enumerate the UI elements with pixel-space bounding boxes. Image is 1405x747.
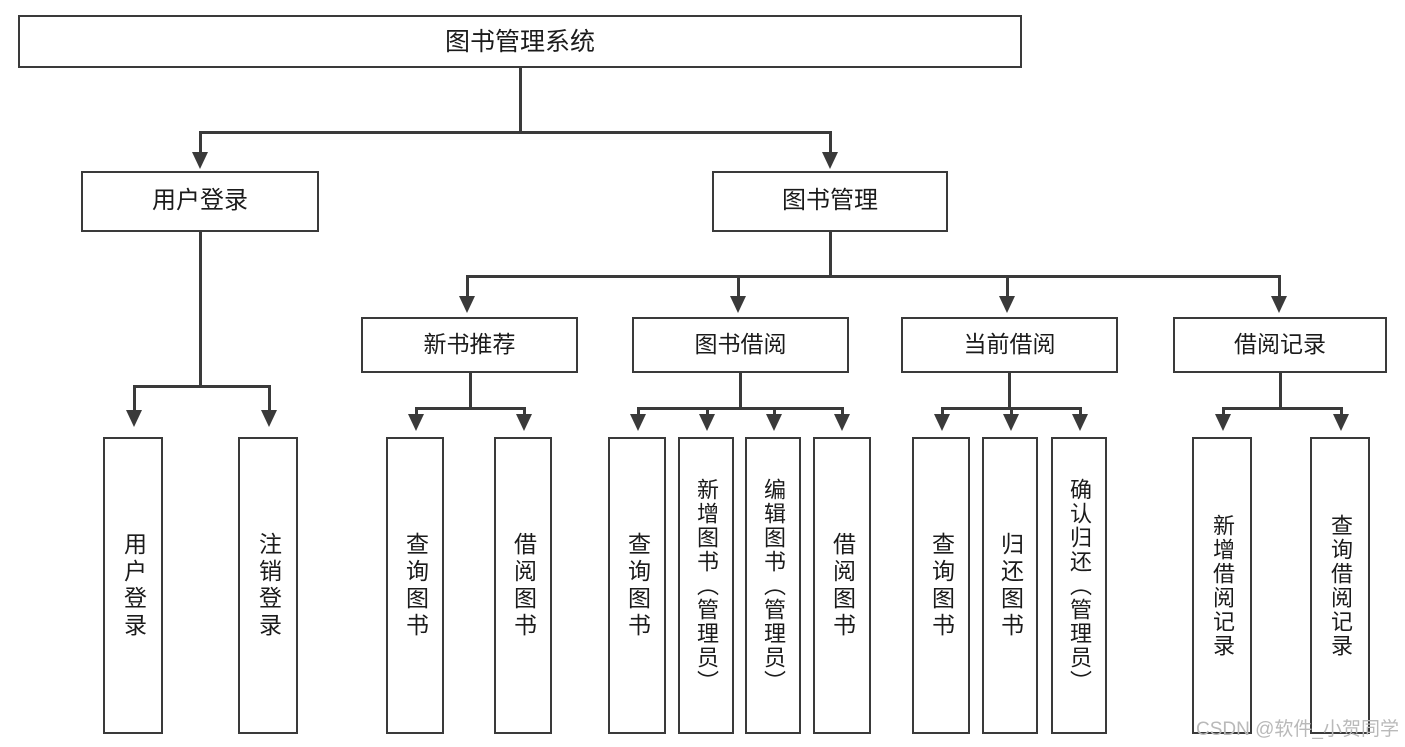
connector-borrow-record-child-1	[1222, 407, 1225, 419]
connector-book-mgmt-child-1	[466, 275, 469, 301]
arrowhead-book-mgmt	[822, 152, 838, 169]
leaf-query-book-borrow[interactable]: 查询图书	[608, 437, 666, 734]
arrowhead-leaf-return-book	[1003, 414, 1019, 431]
leaf-confirm-return-admin[interactable]: 确认归还（管理员）	[1051, 437, 1107, 734]
node-label: 归还图书	[997, 531, 1024, 640]
arrowhead-leaf-add-book	[699, 414, 715, 431]
node-label: 图书借阅	[694, 331, 787, 358]
node-book-borrow[interactable]: 图书借阅	[632, 317, 849, 373]
arrowhead-leaf-confirm-return	[1072, 414, 1088, 431]
arrowhead-borrow-record	[1271, 296, 1287, 313]
connector-new-book-stem	[469, 373, 472, 409]
node-label: 图书管理	[782, 187, 878, 215]
arrowhead-user-login	[192, 152, 208, 169]
node-label: 查询图书	[624, 531, 651, 640]
connector-book-mgmt-child-3	[1006, 275, 1009, 301]
arrowhead-current-borrow	[999, 296, 1015, 313]
connector-root-bus	[199, 131, 831, 134]
connector-borrow-record-bus	[1222, 407, 1340, 410]
leaf-add-borrow-record[interactable]: 新增借阅记录	[1192, 437, 1252, 734]
connector-user-login-bus	[133, 385, 268, 388]
arrowhead-leaf-query-book-3	[934, 414, 950, 431]
connector-current-borrow-child-2	[1010, 407, 1013, 419]
node-label: 图书管理系统	[444, 27, 595, 56]
connector-book-mgmt-bus	[466, 275, 1280, 278]
connector-book-borrow-stem	[739, 373, 742, 409]
connector-new-book-child-2	[523, 407, 526, 419]
connector-current-borrow-child-1	[941, 407, 944, 419]
node-book-management[interactable]: 图书管理	[712, 171, 948, 232]
connector-root-to-user-login	[199, 131, 202, 157]
arrowhead-book-borrow	[730, 296, 746, 313]
node-label: 借阅图书	[829, 531, 856, 640]
connector-borrow-record-stem	[1279, 373, 1282, 409]
node-label: 查询图书	[402, 531, 429, 640]
leaf-borrow-book[interactable]: 借阅图书	[813, 437, 871, 734]
node-current-borrow[interactable]: 当前借阅	[901, 317, 1118, 373]
node-label: 编辑图书（管理员）	[761, 477, 786, 694]
arrowhead-leaf-query-book-2	[630, 414, 646, 431]
leaf-logout[interactable]: 注销登录	[238, 437, 298, 734]
connector-root-to-book-mgmt	[829, 131, 832, 157]
node-label: 新增借阅记录	[1210, 513, 1235, 658]
connector-current-borrow-child-3	[1079, 407, 1082, 419]
connector-book-mgmt-stem	[829, 232, 832, 277]
connector-book-borrow-child-2	[706, 407, 709, 419]
connector-root-stem	[519, 68, 522, 132]
connector-current-borrow-stem	[1008, 373, 1011, 409]
node-label: 用户登录	[152, 187, 248, 215]
connector-book-mgmt-child-4	[1278, 275, 1281, 301]
node-label: 注销登录	[255, 531, 282, 640]
node-borrow-record[interactable]: 借阅记录	[1173, 317, 1387, 373]
arrowhead-leaf-logout	[261, 410, 277, 427]
node-label: 确认归还（管理员）	[1067, 477, 1092, 694]
leaf-query-borrow-record[interactable]: 查询借阅记录	[1310, 437, 1370, 734]
arrowhead-leaf-edit-book	[766, 414, 782, 431]
arrowhead-leaf-borrow-book-2	[834, 414, 850, 431]
node-label: 借阅记录	[1234, 331, 1326, 358]
connector-user-login-child-1	[133, 385, 136, 414]
csdn-watermark: CSDN @软件_小贺同学	[1196, 719, 1399, 740]
connector-user-login-stem	[199, 232, 202, 387]
node-label: 查询图书	[928, 531, 955, 640]
arrowhead-leaf-add-record	[1215, 414, 1231, 431]
arrowhead-leaf-user-login	[126, 410, 142, 427]
leaf-user-login[interactable]: 用户登录	[103, 437, 163, 734]
connector-borrow-record-child-2	[1340, 407, 1343, 419]
arrowhead-leaf-borrow-book-1	[516, 414, 532, 431]
connector-new-book-child-1	[415, 407, 418, 419]
node-label: 新书推荐	[423, 331, 516, 358]
node-label: 用户登录	[120, 531, 147, 640]
node-label: 当前借阅	[963, 331, 1056, 358]
arrowhead-leaf-query-record	[1333, 414, 1349, 431]
connector-user-login-child-2	[268, 385, 271, 414]
node-label: 借阅图书	[510, 531, 537, 640]
arrowhead-leaf-query-book-1	[408, 414, 424, 431]
node-label: 新增图书（管理员）	[694, 477, 719, 694]
leaf-query-book-current[interactable]: 查询图书	[912, 437, 970, 734]
connector-book-borrow-child-1	[637, 407, 640, 419]
connector-book-mgmt-child-2	[737, 275, 740, 301]
leaf-return-book[interactable]: 归还图书	[982, 437, 1038, 734]
node-new-book-recommend[interactable]: 新书推荐	[361, 317, 578, 373]
arrowhead-new-book-recommend	[459, 296, 475, 313]
node-user-login[interactable]: 用户登录	[81, 171, 319, 232]
connector-book-borrow-child-3	[773, 407, 776, 419]
node-root-system[interactable]: 图书管理系统	[18, 15, 1022, 68]
leaf-query-book-recommend[interactable]: 查询图书	[386, 437, 444, 734]
leaf-borrow-book-recommend[interactable]: 借阅图书	[494, 437, 552, 734]
leaf-edit-book-admin[interactable]: 编辑图书（管理员）	[745, 437, 801, 734]
connector-new-book-bus	[415, 407, 523, 410]
node-label: 查询借阅记录	[1328, 513, 1353, 658]
connector-book-borrow-child-4	[841, 407, 844, 419]
connector-book-borrow-bus	[637, 407, 843, 410]
leaf-add-book-admin[interactable]: 新增图书（管理员）	[678, 437, 734, 734]
